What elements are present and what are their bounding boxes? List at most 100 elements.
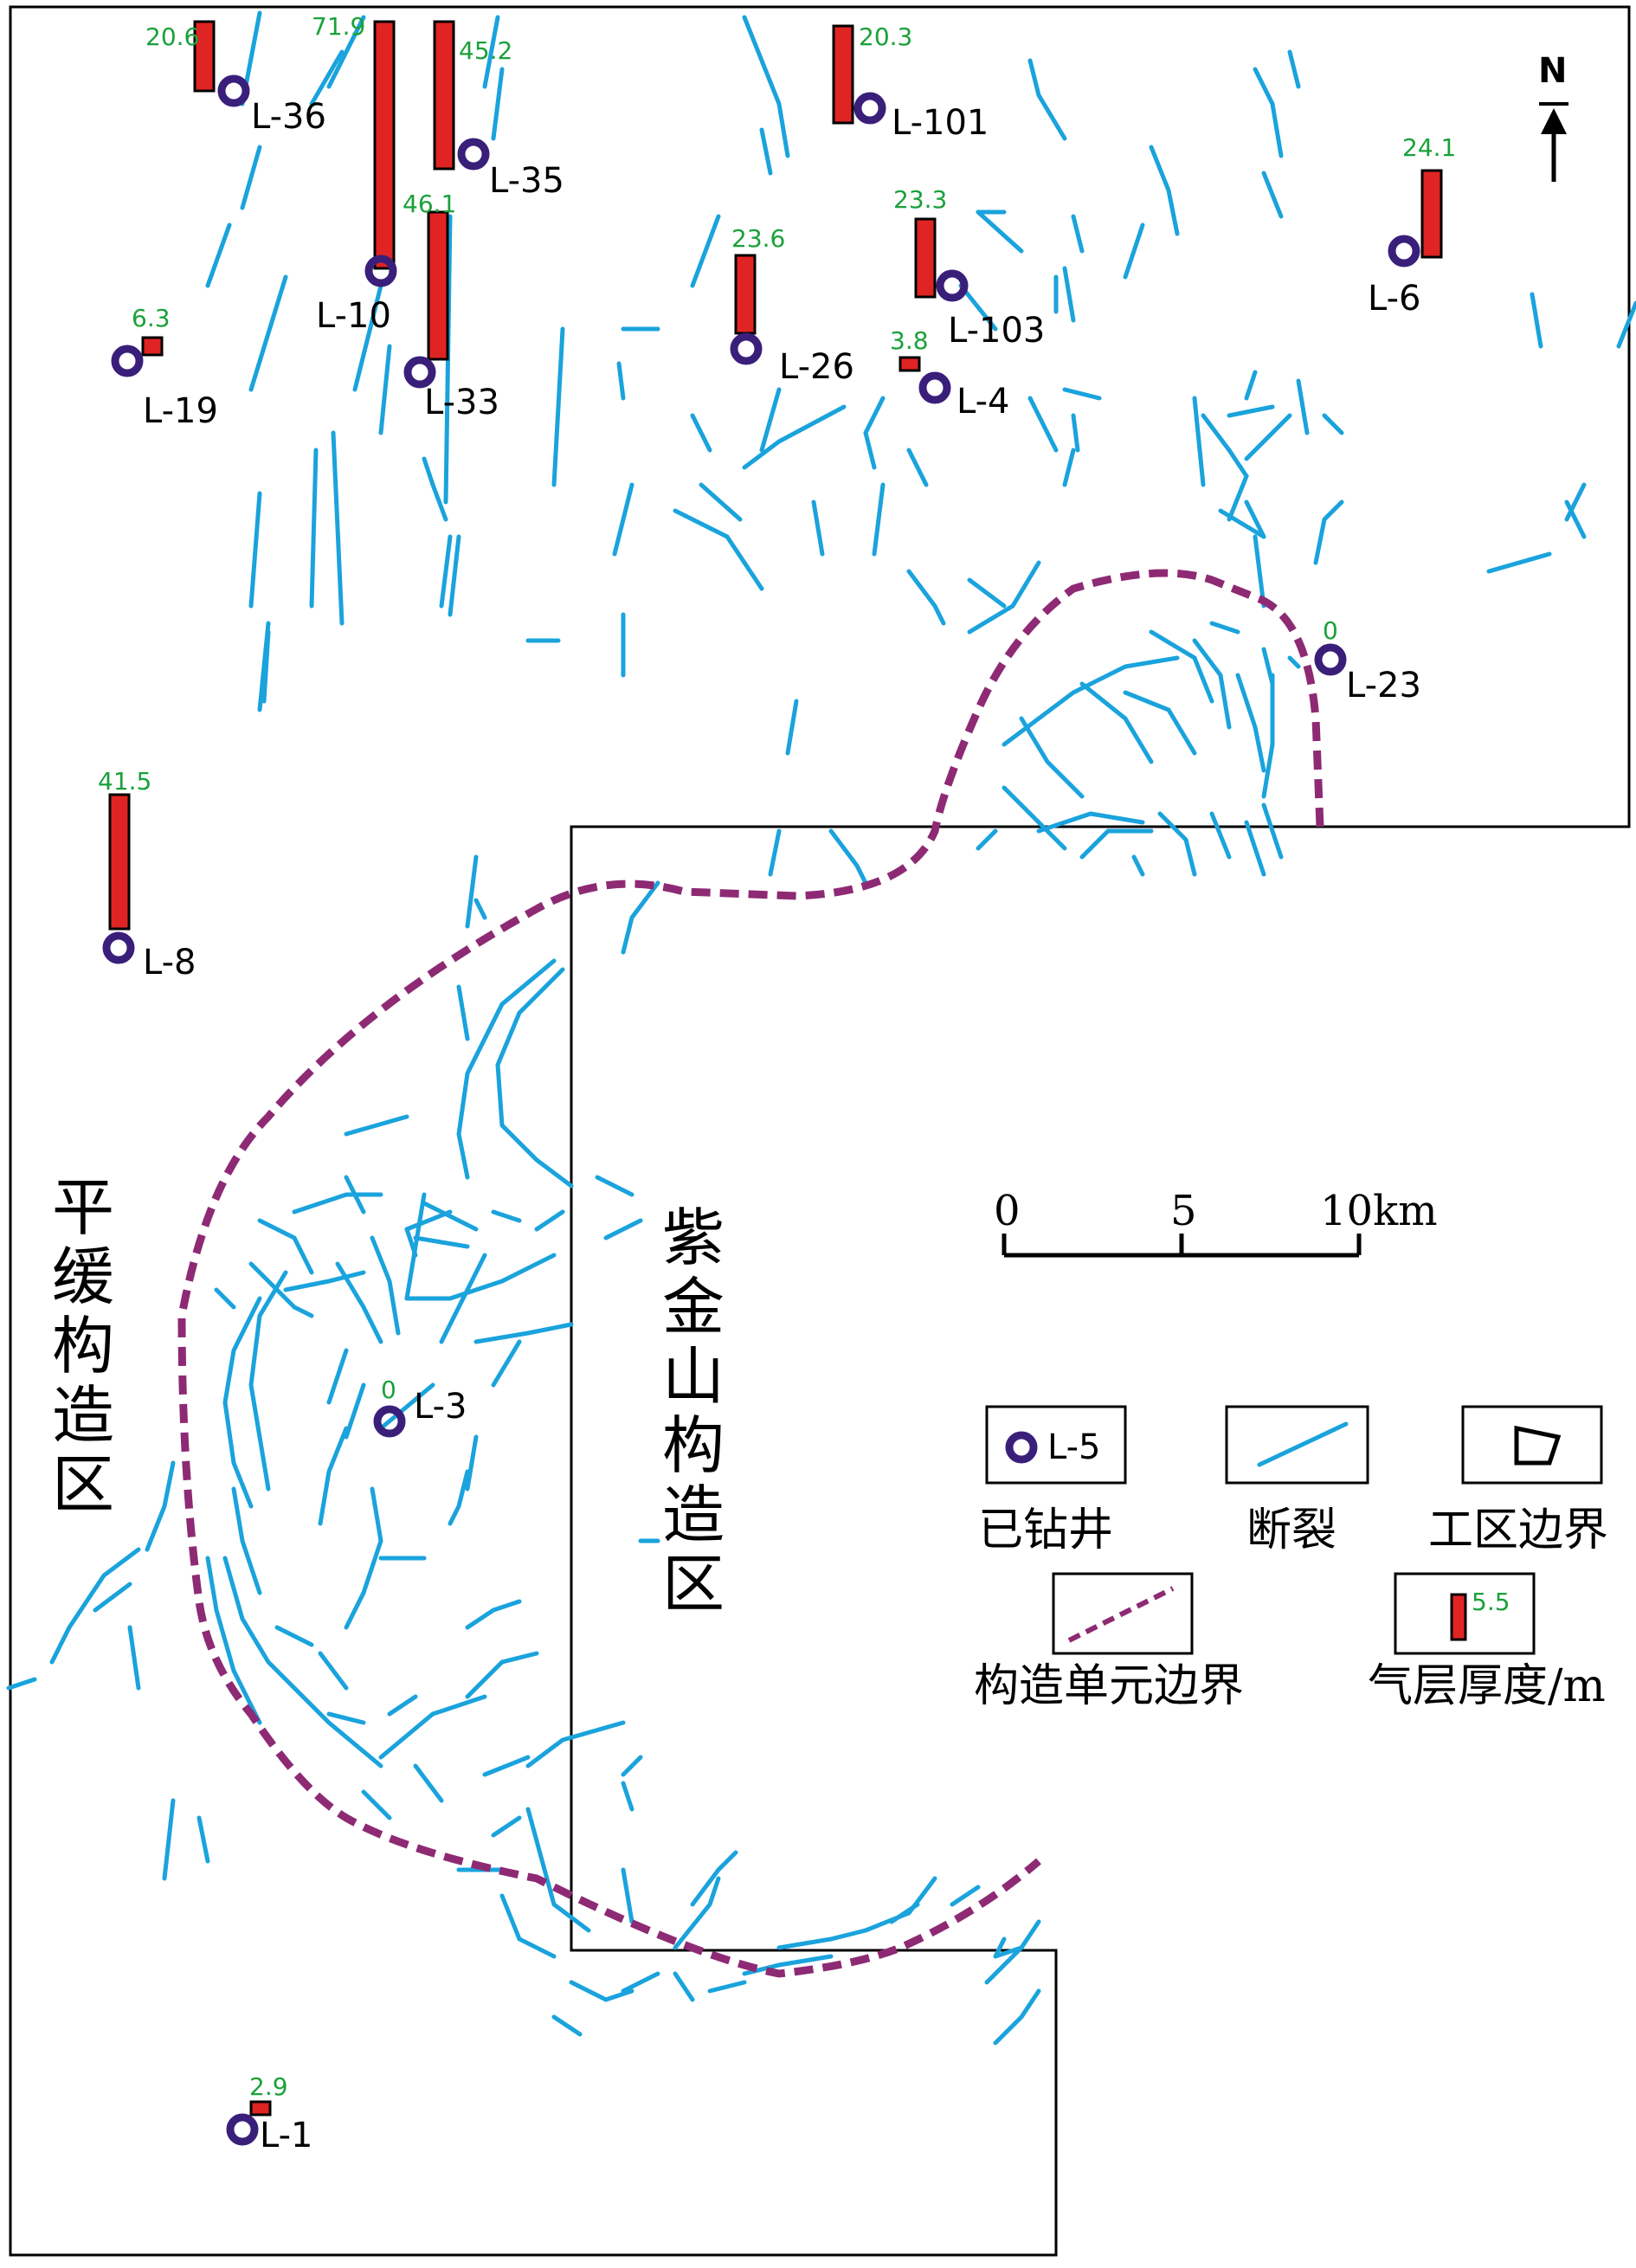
well-L-3: 0 L-3 [373,1376,467,1438]
svg-text:造: 造 [52,1379,114,1452]
svg-text:区: 区 [662,1548,725,1620]
well-label: L-36 [251,97,326,137]
thickness-bar [734,254,757,335]
well-marker [1388,235,1420,267]
thickness-bar [1450,1593,1467,1641]
thickness-bar [914,217,937,299]
legend: L-5 已钻井 断裂 工区边界 构造单元边界 5.5 气层厚度/m [974,1405,1608,1712]
svg-text:山: 山 [662,1340,725,1413]
legend-thickness: 5.5 气层厚度/m [1368,1572,1606,1712]
thickness-label: 45.2 [459,36,512,65]
legend-thickness-sample: 5.5 [1472,1588,1510,1616]
legend-fault: 断裂 [1225,1405,1369,1556]
well-L-10: 71.9 L-10 [312,12,397,336]
well-label: L-10 [316,296,391,336]
legend-thickness-label: 气层厚度/m [1368,1660,1606,1712]
well-L-23: 0 L-23 [1314,616,1421,706]
thickness-label: 23.3 [893,185,947,214]
well-L-6: 24.1 L-6 [1368,133,1456,319]
thickness-bar [899,356,921,372]
scale-tick-5: 5 [1170,1187,1197,1235]
thickness-bar [193,20,216,93]
thickness-label: 20.3 [859,23,912,51]
structural-unit-boundary [177,569,1324,1978]
svg-text:造: 造 [662,1479,725,1551]
well-marker [364,255,397,287]
well-label: L-1 [260,2116,312,2155]
well-marker [111,345,144,377]
well-marker [918,371,951,404]
well-L-4: 3.8 L-4 [890,326,1009,422]
well-marker [102,931,135,964]
well-marker [403,356,436,389]
well-L-33: 46.1 L-33 [403,190,499,422]
well-L-26: 23.6 L-26 [730,224,854,387]
legend-well-label: 已钻井 [978,1504,1113,1556]
well-label: L-6 [1368,279,1420,319]
thickness-bar [1420,169,1443,259]
thickness-label: 2.9 [249,2072,288,2101]
zone-label-flat: 平 缓 构 造 区 [52,1171,114,1521]
thickness-label: 3.8 [890,326,929,355]
well-label: L-19 [143,391,218,431]
svg-text:平: 平 [52,1171,114,1244]
well-marker [373,1405,406,1438]
thickness-bar [427,210,449,361]
thickness-label: 23.6 [731,224,785,253]
well-marker [853,92,886,125]
legend-fault-label: 断裂 [1246,1504,1336,1556]
svg-text:构: 构 [662,1409,725,1482]
north-label: N [1538,51,1567,91]
thickness-label: 46.1 [403,190,456,218]
well-L-103: 23.3 L-103 [893,185,1045,351]
thickness-bar [832,24,854,125]
well-marker [226,2113,259,2146]
well-label: L-4 [956,382,1009,422]
well-L-101: 20.3 L-101 [832,23,989,143]
legend-unit-boundary: 构造单元边界 [974,1572,1244,1712]
well-label: L-33 [424,383,499,422]
north-arrow: N [1538,51,1568,182]
zone-label-zijinshan: 紫 金 山 构 造 区 [662,1202,725,1620]
legend-well: L-5 已钻井 [978,1405,1127,1556]
thickness-bar [433,20,455,171]
thickness-label: 0 [381,1376,396,1404]
legend-work-boundary: 工区边界 [1428,1405,1608,1556]
well-label: L-23 [1346,666,1421,706]
well-label: L-26 [779,347,854,387]
well-label: L-103 [948,311,1045,351]
thickness-bar [249,2100,272,2117]
well-L-35: 45.2 L-35 [433,20,564,201]
svg-text:构: 构 [52,1310,114,1382]
well-label: L-8 [143,943,196,983]
well-label: L-35 [489,161,564,201]
svg-text:金: 金 [662,1271,725,1343]
thickness-label: 71.9 [312,12,365,41]
well-marker [936,269,969,302]
thickness-label: 41.5 [98,767,151,796]
legend-well-sample: L-5 [1047,1427,1100,1467]
well-L-19: 6.3 L-19 [111,304,218,431]
well-label: L-3 [414,1387,467,1427]
well-marker [217,74,250,107]
well-marker [457,138,490,171]
thickness-label: 6.3 [132,304,171,332]
well-label: L-101 [892,103,989,143]
well-L-8: 41.5 L-8 [98,767,196,983]
thickness-bar [108,793,131,931]
well-L-36: 20.6 L-36 [145,20,326,137]
thickness-label: 20.6 [145,23,199,51]
legend-work-boundary-label: 工区边界 [1428,1504,1608,1556]
scale-bar: 0 5 10km [994,1187,1438,1258]
svg-text:紫: 紫 [662,1202,725,1274]
well-marker [730,332,763,365]
scale-tick-0: 0 [994,1187,1021,1235]
fault-lines [6,10,1636,2046]
svg-text:缓: 缓 [52,1240,114,1313]
well-marker [1005,1431,1038,1464]
thickness-bar [141,336,164,357]
thickness-label: 24.1 [1402,133,1456,162]
thickness-label: 0 [1323,616,1338,645]
work-area-boundary [9,5,1631,2257]
legend-unit-boundary-label: 构造单元边界 [974,1660,1244,1712]
